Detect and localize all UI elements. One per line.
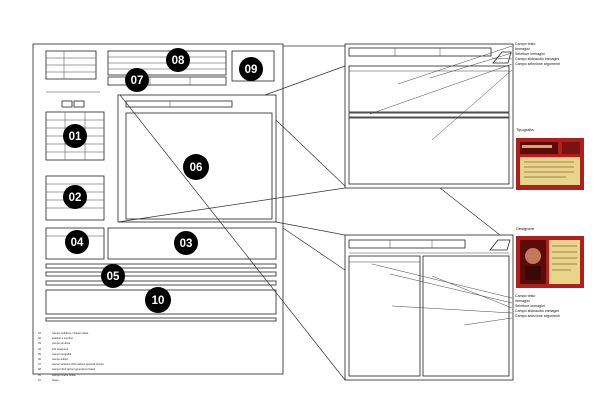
annotation-item: Campo slideaudio immagini bbox=[515, 57, 560, 61]
detail-bottom-tag bbox=[489, 239, 511, 251]
badge-09-label: 09 bbox=[245, 64, 258, 76]
detail-top-upper bbox=[348, 65, 510, 113]
badge-08: 08 bbox=[166, 48, 190, 72]
detail-top-bar bbox=[348, 47, 492, 57]
annotation-list-top: Campo testo Immagini Selettore immagini … bbox=[515, 42, 560, 67]
badge-02-label: 02 bbox=[69, 192, 82, 204]
detail-top-divider bbox=[348, 112, 510, 118]
connector-line bbox=[264, 65, 346, 96]
annotation-item: Campo slideaudio immagini bbox=[515, 309, 560, 313]
connector-line bbox=[275, 119, 346, 187]
connector-line bbox=[439, 187, 501, 236]
detail-bottom-left bbox=[348, 255, 421, 377]
connector-line bbox=[119, 94, 346, 381]
detail-bottom-bar bbox=[348, 239, 466, 249]
footer-strip bbox=[45, 317, 277, 322]
badge-05: 05 bbox=[101, 264, 125, 288]
annotation-item: Immagini bbox=[515, 47, 530, 51]
annotation-item: Campo testo bbox=[515, 294, 536, 298]
badge-04: 04 bbox=[65, 230, 89, 254]
band-05-c bbox=[45, 280, 277, 286]
connector-line bbox=[282, 227, 346, 271]
book-thumbnail-designer bbox=[516, 236, 584, 288]
badge-10: 10 bbox=[145, 287, 171, 313]
annotation-item: Campo selezione argomenti bbox=[515, 314, 560, 318]
annotation-item: Campo testo bbox=[515, 42, 536, 46]
annotation-item: Selettore immagini bbox=[515, 52, 545, 56]
section-label-designer: Designere bbox=[516, 226, 535, 231]
small-tab-b bbox=[73, 100, 85, 108]
badge-07-label: 07 bbox=[131, 75, 144, 87]
badge-01-label: 01 bbox=[69, 131, 82, 143]
annotation-item: Immagini bbox=[515, 299, 530, 303]
book-thumbnail-tipografia bbox=[516, 138, 584, 190]
detail-bottom-right bbox=[422, 255, 510, 377]
annotation-item: Selettore immagini bbox=[515, 304, 545, 308]
badge-03-label: 03 bbox=[180, 238, 193, 250]
section-label-tipografia: Tipografia bbox=[516, 127, 534, 132]
badge-05-label: 05 bbox=[107, 271, 120, 283]
badge-07: 07 bbox=[125, 68, 149, 92]
badge-06-label: 06 bbox=[190, 162, 203, 174]
badge-03: 03 bbox=[174, 231, 198, 255]
block-06-bar bbox=[125, 100, 233, 108]
badge-08-label: 08 bbox=[172, 55, 185, 67]
annotation-list-bottom: Campo testo Immagini Selettore immagini … bbox=[515, 294, 560, 319]
badge-09: 09 bbox=[239, 57, 263, 81]
badge-04-label: 04 bbox=[71, 237, 84, 249]
badge-01: 01 bbox=[63, 124, 87, 148]
badge-06: 06 bbox=[183, 154, 209, 180]
badge-02: 02 bbox=[63, 185, 87, 209]
detail-top-lower bbox=[348, 117, 510, 185]
connector-line bbox=[117, 187, 346, 223]
band-05-b bbox=[45, 271, 277, 277]
connector-line bbox=[275, 221, 346, 236]
annotation-item: Campo selezione argomenti bbox=[515, 62, 560, 66]
small-tab-a bbox=[61, 100, 73, 108]
badge-10-label: 10 bbox=[152, 295, 165, 307]
header-strip bbox=[107, 76, 227, 86]
band-05-a bbox=[45, 263, 277, 269]
